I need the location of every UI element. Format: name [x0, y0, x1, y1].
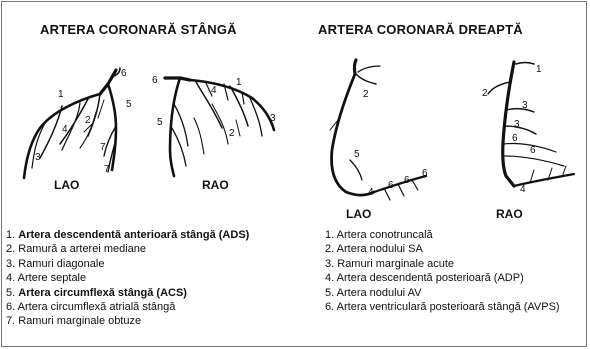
- rca-rao-marginal-a: [506, 109, 534, 112]
- lca-rao-left-main: [165, 78, 190, 80]
- legend-number: 3.: [6, 258, 15, 270]
- right-coronary-legend: 1. Artera conotruncală 2. Artera nodului…: [325, 228, 590, 314]
- rca-lao-label-6a: 6: [388, 180, 394, 191]
- rca-rao-label-3a: 3: [522, 100, 528, 111]
- left-legend-item: 5. Artera circumflexă stângă (ACS): [6, 286, 249, 300]
- lca-lao-label-4: 4: [62, 124, 68, 135]
- legend-number: 5.: [325, 287, 334, 299]
- right-legend-item: 1. Artera conotruncală: [325, 228, 590, 242]
- lca-lao-label-2: 2: [85, 115, 91, 126]
- lca-rao-circumflex: [170, 78, 180, 176]
- rca-lao-label-4: 4: [368, 187, 374, 198]
- legend-number: 2.: [6, 243, 15, 255]
- lca-rao-label-5: 5: [157, 117, 163, 128]
- right-legend-item: 5. Artera nodului AV: [325, 286, 590, 300]
- legend-text: Artera descendentă posterioară (ADP): [337, 272, 524, 284]
- right-legend-item: 4. Artera descendentă posterioară (ADP): [325, 271, 590, 285]
- rca-rao-label-6a: 6: [512, 133, 518, 144]
- rca-rao-sa-node: [488, 82, 510, 94]
- rca-rao-label-6b: 6: [530, 145, 536, 156]
- legend-text: Artera nodului SA: [337, 243, 423, 255]
- lca-lao-diagonal-a: [40, 106, 62, 158]
- right-legend-item: 2. Artera nodului SA: [325, 242, 590, 256]
- left-legend-item: 3. Ramuri diagonale: [6, 257, 249, 271]
- rca-lao-label-6c: 6: [422, 168, 428, 179]
- lca-lao-view-label: LAO: [54, 178, 79, 192]
- left-legend-item: 4. Artere septale: [6, 271, 249, 285]
- lca-rao-label-6: 6: [152, 75, 158, 86]
- legend-text: Ramură a arterei mediane: [18, 243, 146, 255]
- rca-lao-conal: [358, 66, 380, 72]
- legend-text: Ramuri marginale acute: [337, 258, 454, 270]
- lca-rao-view-label: RAO: [202, 178, 229, 192]
- rca-lao-av-node: [350, 160, 362, 180]
- legend-number: 2.: [325, 243, 334, 255]
- rca-rao-label-4: 4: [520, 184, 526, 195]
- legend-text: Artere septale: [18, 272, 86, 284]
- legend-number: 1.: [325, 229, 334, 241]
- rca-lao-pd-branch-c: [412, 180, 418, 190]
- legend-text: Artera circumflexă atrială stângă: [18, 301, 176, 313]
- rca-lao-ostium: [354, 60, 356, 74]
- right-legend-item: 3. Ramuri marginale acute: [325, 257, 590, 271]
- lca-rao-diagonal-b: [250, 98, 262, 136]
- legend-text: Artera descendentă anterioară stângă (AD…: [18, 229, 249, 241]
- rca-rao-conal: [516, 63, 534, 65]
- legend-text: Artera conotruncală: [337, 229, 433, 241]
- legend-text: Artera nodului AV: [337, 287, 422, 299]
- lca-rao-diagram: 1 2 3 4 5 6 RAO: [152, 75, 276, 192]
- legend-number: 4.: [6, 272, 15, 284]
- rca-rao-diagram: 1 2 3 3 4 6 6 RAO: [482, 62, 574, 221]
- rca-lao-diagram: 2 4 5 6 6 6 LAO: [330, 60, 428, 221]
- lca-lao-label-1: 1: [58, 89, 64, 100]
- lca-lao-left-main: [100, 70, 116, 94]
- lca-lao-label-7b: 7: [104, 164, 110, 175]
- legend-number: 1.: [6, 229, 15, 241]
- rca-rao-view-label: RAO: [496, 207, 523, 221]
- rca-rao-label-2: 2: [482, 88, 488, 99]
- legend-text: Ramuri marginale obtuze: [18, 315, 141, 327]
- lca-rao-marginal-a: [174, 104, 188, 146]
- rca-lao-label-6b: 6: [404, 175, 410, 186]
- rca-lao-label-2: 2: [363, 89, 369, 100]
- legend-number: 4.: [325, 272, 334, 284]
- legend-number: 5.: [6, 287, 15, 299]
- legend-number: 6.: [6, 301, 15, 313]
- lca-lao-label-6: 6: [121, 68, 127, 79]
- lca-rao-label-1: 1: [236, 77, 242, 88]
- left-legend-item: 1. Artera descendentă anterioară stângă …: [6, 228, 249, 242]
- lca-lao-label-3: 3: [35, 152, 41, 163]
- rca-rao-main: [503, 62, 514, 186]
- legend-text: Ramuri diagonale: [18, 258, 104, 270]
- lca-rao-lad: [190, 80, 274, 130]
- left-coronary-legend: 1. Artera descendentă anterioară stângă …: [6, 228, 249, 329]
- rca-rao-label-3b: 3: [514, 119, 520, 130]
- rca-lao-label-5: 5: [354, 149, 360, 160]
- legend-text: Artera ventriculară posterioară stângă (…: [337, 301, 560, 313]
- lca-lao-label-5: 5: [126, 99, 132, 110]
- rca-rao-marginal-b: [504, 126, 536, 134]
- lca-rao-label-2: 2: [229, 128, 235, 139]
- rca-lao-sa-node: [356, 74, 376, 84]
- lca-rao-label-3: 3: [270, 113, 276, 124]
- legend-number: 3.: [325, 258, 334, 270]
- rca-rao-plv-b: [504, 156, 564, 166]
- rca-rao-label-1: 1: [536, 64, 542, 75]
- lca-lao-diagram: 1 2 3 4 5 6 7 7 LAO: [24, 68, 132, 192]
- legend-number: 6.: [325, 301, 334, 313]
- lca-rao-marginal-c: [194, 118, 204, 154]
- lca-rao-twig: [236, 120, 240, 136]
- lca-rao-label-4: 4: [211, 85, 217, 96]
- rca-lao-view-label: LAO: [346, 207, 371, 221]
- left-legend-item: 2. Ramură a arterei mediane: [6, 242, 249, 256]
- left-legend-item: 6. Artera circumflexă atrială stângă: [6, 300, 249, 314]
- lca-lao-label-7a: 7: [100, 142, 106, 153]
- lca-lao-septal-a: [60, 99, 88, 144]
- lca-rao-marginal-b: [172, 128, 186, 166]
- right-legend-item: 6. Artera ventriculară posterioară stâng…: [325, 300, 590, 314]
- legend-text: Artera circumflexă stângă (ACS): [18, 287, 187, 299]
- legend-number: 7.: [6, 315, 15, 327]
- left-legend-item: 7. Ramuri marginale obtuze: [6, 314, 249, 328]
